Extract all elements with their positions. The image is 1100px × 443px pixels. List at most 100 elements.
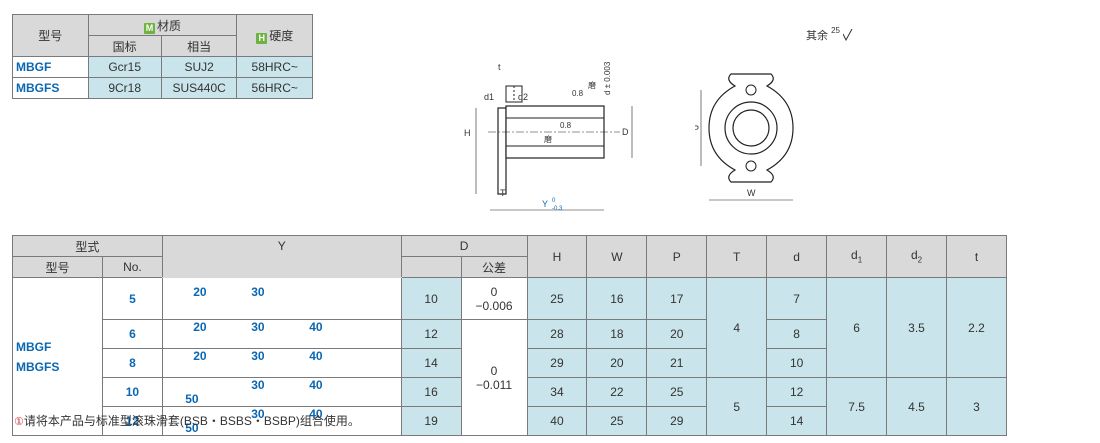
surface-roughness-note: 其余 25: [806, 26, 853, 43]
H-value: 28: [526, 319, 588, 349]
table-row: MBGFS 9Cr18 SUS440C 56HRC~: [12, 77, 313, 99]
national-value: 9Cr18: [87, 77, 162, 99]
svg-text:0.8: 0.8: [560, 121, 572, 130]
svg-text:-0.3: -0.3: [552, 206, 563, 212]
hardness-value: 58HRC~: [236, 56, 313, 78]
W-value: 22: [586, 377, 648, 407]
d1-value: 6: [826, 277, 888, 378]
hardness-value: 56HRC~: [236, 77, 313, 99]
H-header: H: [526, 235, 588, 278]
D-value: 12: [400, 319, 462, 349]
d2-value: 3.5: [886, 277, 947, 378]
D-tolerance: 0−0.006: [460, 277, 528, 320]
hardness-tag-icon: H: [256, 33, 268, 44]
d1-header: d1: [826, 235, 888, 278]
P-value: 21: [646, 348, 708, 378]
P-value: 20: [646, 319, 708, 349]
svg-text:Y: Y: [542, 199, 548, 209]
D-tolerance: 0−0.011: [460, 319, 528, 436]
W-value: 18: [586, 319, 648, 349]
type-header: 型式: [12, 235, 163, 257]
equivalent-value: SUJ2: [160, 56, 238, 78]
model-header: 型号: [12, 256, 103, 278]
d-value: 7: [766, 277, 828, 320]
national-value: Gcr15: [87, 56, 162, 78]
svg-text:D: D: [622, 127, 629, 137]
footnote: ①请将本产品与标准型滚珠滑套(BSB・BSBS・BSBP)组合使用。: [14, 414, 360, 428]
d-value: 10: [766, 348, 828, 378]
no-value[interactable]: 12: [101, 406, 163, 436]
model-code[interactable]: MBGF: [12, 56, 89, 78]
side-view-drawing: H D Y 0 -0.3 T t d1 d2 d ± 0.003 0.8 磨 0…: [464, 61, 633, 212]
P-header: P: [646, 235, 708, 278]
no-header: No.: [101, 256, 163, 278]
tolerance-header: 公差: [460, 256, 528, 278]
equivalent-value: SUS440C: [160, 77, 238, 99]
svg-text:d1: d1: [484, 92, 494, 102]
roughness-value: 25: [831, 26, 840, 35]
svg-text:磨: 磨: [544, 134, 552, 144]
no-value[interactable]: 6: [101, 319, 163, 349]
svg-text:H: H: [464, 128, 471, 138]
H-value: 34: [526, 377, 588, 407]
T-header: T: [706, 235, 768, 278]
d-value: 14: [766, 406, 828, 436]
svg-text:W: W: [747, 188, 756, 198]
t-value: 3: [945, 377, 1008, 436]
front-view-drawing: P W: [695, 73, 794, 201]
no-value[interactable]: 10: [101, 377, 163, 407]
d1-value: 7.5: [826, 377, 888, 436]
model-header: 型号: [12, 14, 89, 57]
H-value: 29: [526, 348, 588, 378]
y-header: Y: [161, 235, 402, 278]
P-value: 29: [646, 406, 708, 436]
D-header: D: [400, 235, 528, 257]
svg-text:d2: d2: [518, 92, 528, 102]
svg-text:磨: 磨: [588, 80, 596, 90]
P-value: 25: [646, 377, 708, 407]
W-value: 20: [586, 348, 648, 378]
t-header: t: [945, 235, 1008, 278]
D-value-header: [400, 256, 462, 278]
svg-text:0: 0: [552, 198, 556, 204]
D-value: 16: [400, 377, 462, 407]
table-row: MBGF Gcr15 SUJ2 58HRC~: [12, 56, 313, 78]
W-value: 16: [586, 277, 648, 320]
svg-text:0.8: 0.8: [572, 89, 584, 98]
d-header: d: [766, 235, 828, 278]
svg-text:d ± 0.003: d ± 0.003: [603, 61, 612, 95]
model-codes[interactable]: MBGF MBGFS: [12, 277, 103, 436]
national-header: 国标: [87, 35, 162, 57]
roughness-symbol-icon: [842, 28, 853, 42]
model-code[interactable]: MBGFS: [12, 77, 89, 99]
d2-value: 4.5: [886, 377, 947, 436]
note-icon: ①: [14, 416, 24, 428]
d-value: 12: [766, 377, 828, 407]
t-value: 2.2: [945, 277, 1008, 378]
svg-text:P: P: [695, 124, 699, 134]
T-value: 4: [706, 277, 768, 378]
D-value: 14: [400, 348, 462, 378]
material-tag-icon: M: [143, 22, 155, 34]
svg-text:T: T: [500, 188, 506, 198]
W-value: 25: [586, 406, 648, 436]
no-value[interactable]: 5: [101, 277, 163, 320]
D-value: 10: [400, 277, 462, 320]
svg-text:t: t: [498, 62, 501, 72]
H-value: 25: [526, 277, 588, 320]
T-value: 5: [706, 377, 768, 436]
no-value[interactable]: 8: [101, 348, 163, 378]
d2-header: d2: [886, 235, 947, 278]
